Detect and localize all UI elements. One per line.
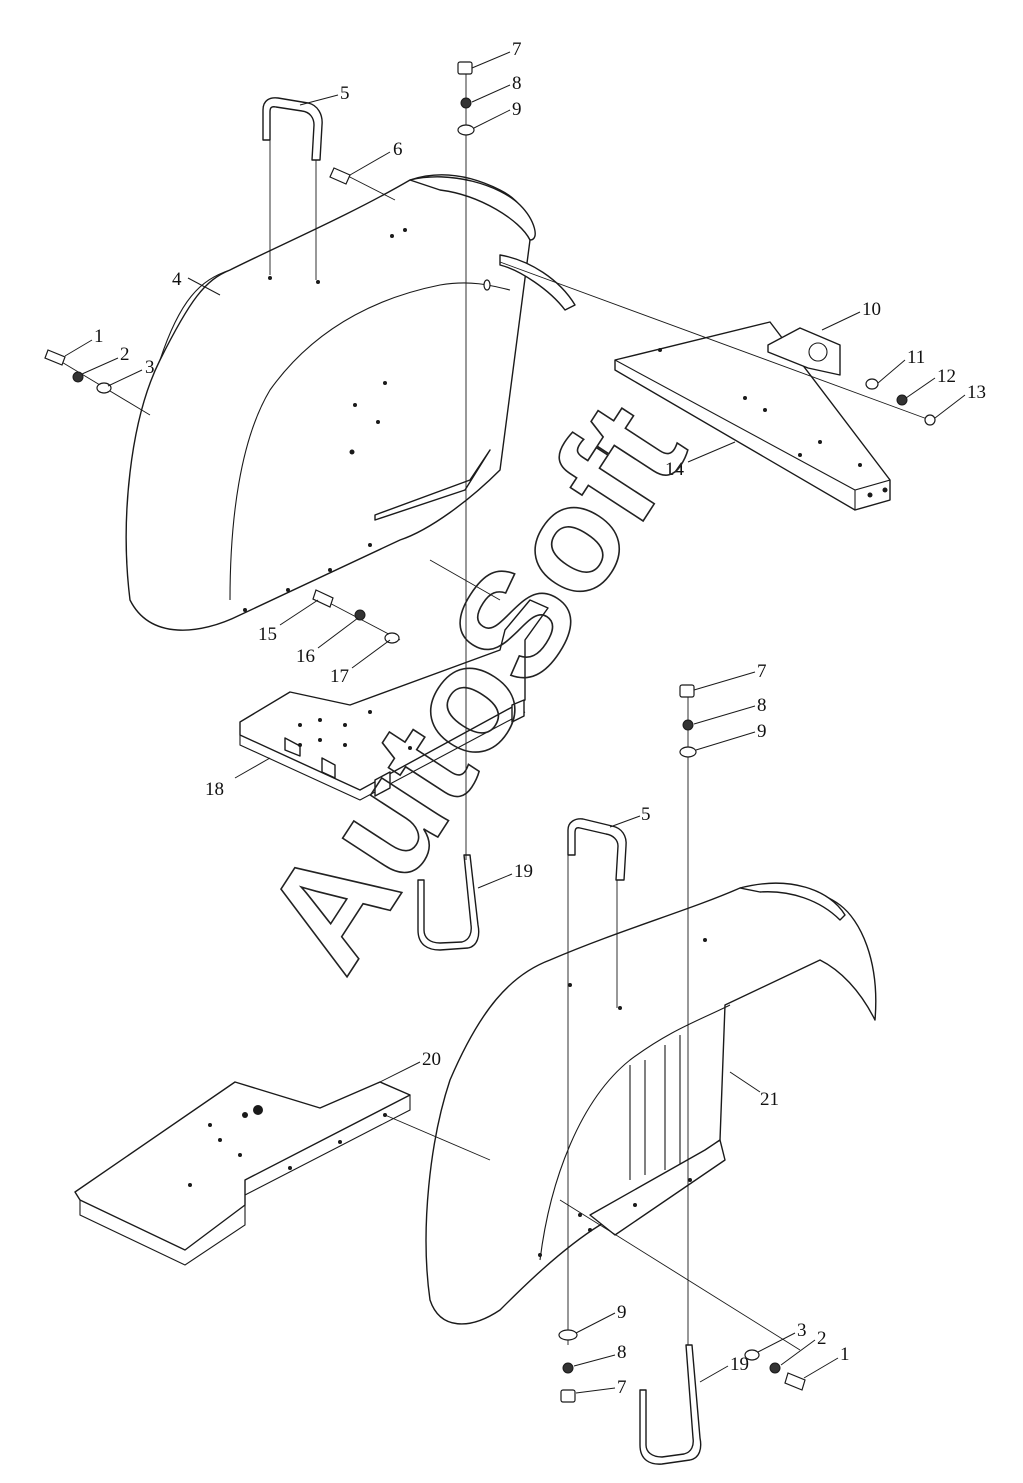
lamp-bracket [767, 327, 841, 376]
fender-lower [425, 882, 877, 1325]
ubolt-lower [639, 1344, 702, 1465]
callout-7-lower: 7 [617, 1377, 627, 1398]
handle-upper [262, 97, 323, 161]
callout-5-lower: 5 [641, 804, 651, 825]
step-plate-lower [74, 1081, 411, 1266]
callout-19-lower: 19 [730, 1354, 749, 1375]
callout-3-upper: 3 [145, 357, 155, 378]
callout-7-upper: 7 [512, 39, 522, 60]
callout-19-upper: 19 [514, 861, 533, 882]
callout-20: 20 [422, 1049, 441, 1070]
callout-1-lower: 1 [840, 1344, 850, 1365]
mounting-rail [614, 321, 891, 511]
callout-21: 21 [760, 1089, 779, 1110]
callout-12: 12 [937, 366, 956, 387]
handle-lower [567, 818, 627, 881]
callout-8-upper: 8 [512, 73, 522, 94]
ubolt-upper [417, 854, 480, 951]
step-plate-upper [239, 599, 549, 801]
callout-13: 13 [967, 382, 986, 403]
leader-lines [64, 51, 966, 1394]
callout-9-middle: 9 [757, 721, 767, 742]
callout-2-lower: 2 [817, 1328, 827, 1349]
callout-1-upper: 1 [94, 326, 104, 347]
callout-5-upper: 5 [340, 83, 350, 104]
fender-upper [125, 174, 576, 631]
callout-15: 15 [258, 624, 277, 645]
callout-17: 17 [330, 666, 349, 687]
callout-6: 6 [393, 139, 403, 160]
callout-18: 18 [205, 779, 224, 800]
callout-2-upper: 2 [120, 344, 130, 365]
callout-9-upper: 9 [512, 99, 522, 120]
callout-8-middle: 8 [757, 695, 767, 716]
callout-labels: 1 2 3 4 5 6 7 8 9 10 11 12 13 14 15 16 1… [94, 39, 986, 1398]
callout-8-lower: 8 [617, 1342, 627, 1363]
callout-10: 10 [862, 299, 881, 320]
callout-9-lower: 9 [617, 1302, 627, 1323]
hardware-small [44, 61, 936, 1403]
callout-3-lower: 3 [797, 1320, 807, 1341]
callout-7-middle: 7 [757, 661, 767, 682]
callout-4: 4 [172, 269, 182, 290]
callout-11: 11 [907, 347, 925, 368]
callout-16: 16 [296, 646, 315, 667]
callout-14: 14 [665, 459, 685, 480]
